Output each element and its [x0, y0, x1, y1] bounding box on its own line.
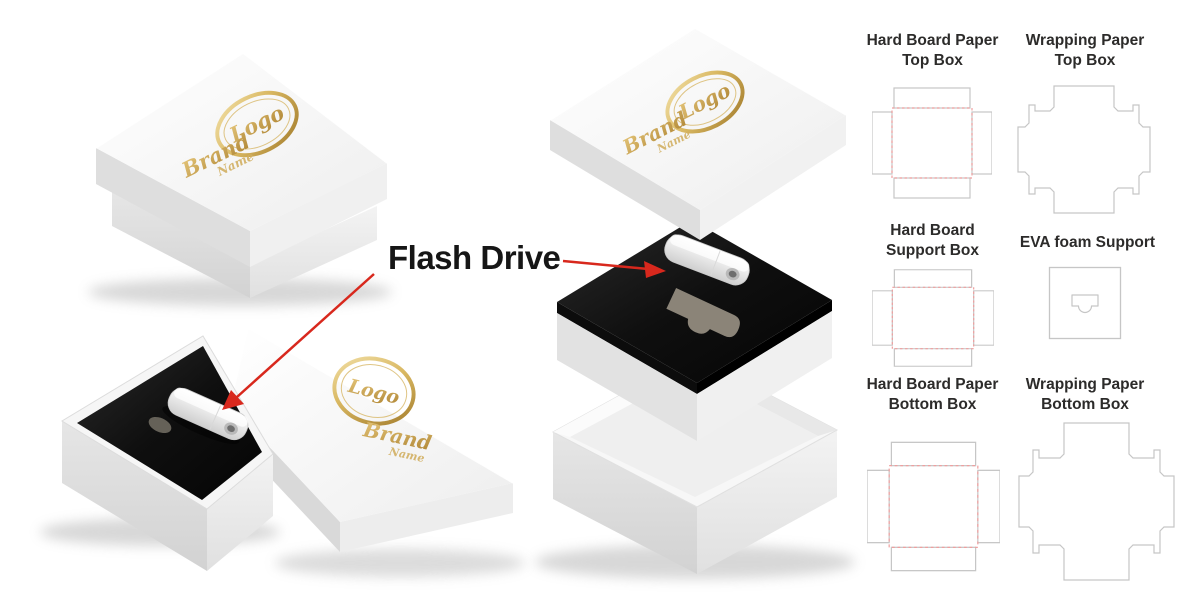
- fold-line-square: [891, 286, 975, 350]
- fold-line-square: [888, 465, 979, 548]
- arrow-to-tray-drive: [236, 273, 375, 398]
- leaning-lid-edge-highlight: [229, 326, 514, 484]
- label-line: Bottom Box: [888, 396, 977, 413]
- label-hardboard-bottom: Hard Board Paper Bottom Box: [845, 375, 1020, 415]
- closed-box-base-left-wall: [112, 192, 250, 298]
- label-line: Hard Board Paper: [866, 376, 999, 393]
- exploded-lid-right-side: [700, 115, 846, 240]
- arrowhead-downleft-icon: [222, 390, 244, 410]
- open-box-mockup: Logo Brand Name: [40, 326, 525, 577]
- label-line: Hard Board Paper: [866, 32, 999, 49]
- exploded-lid-edge-highlight: [549, 27, 847, 121]
- eva-foam-cutout: [1071, 294, 1099, 314]
- open-tray-left-wall: [62, 421, 207, 571]
- label-line: Wrapping Paper: [1025, 376, 1145, 393]
- foam-flash-drive-cutout: [666, 287, 740, 338]
- flash-drive-cap-seam: [710, 250, 721, 276]
- label-eva-foam: EVA foam Support: [1005, 233, 1170, 253]
- flash-drive-shine: [174, 387, 249, 427]
- arrow-to-exploded-drive: [562, 259, 649, 271]
- flash-drive-hole-center: [227, 425, 235, 432]
- dieline-wrapping-top: [1017, 85, 1151, 214]
- foam-edge-right: [697, 300, 832, 394]
- support-box-left-wall: [557, 313, 697, 441]
- foam-cutout-hint: [148, 416, 172, 434]
- label-hardboard-support: Hard Board Support Box: [845, 221, 1020, 261]
- dieline-hardboard-top: [872, 87, 992, 199]
- exploded-box-mockup: Logo Brand Name: [535, 27, 855, 579]
- dieline-hardboard-bottom: [867, 441, 1000, 572]
- open-tray-right-wall: [207, 454, 273, 571]
- exploded-tray-left-wall: [553, 432, 697, 574]
- closed-box-base-right-wall: [250, 206, 377, 298]
- closed-box-lid-top: [96, 53, 387, 231]
- closed-box-lid-right-side: [250, 163, 387, 267]
- flash-drive-shine: [670, 234, 750, 272]
- leaning-lid-front-side: [340, 483, 513, 552]
- open-tray-foam-insert: [77, 346, 262, 500]
- closed-box-mockup: Logo Brand Name: [88, 52, 392, 306]
- closed-box-lid-left-side: [96, 148, 250, 267]
- label-line: Support Box: [886, 242, 979, 259]
- flash-drive-in-tray: [162, 387, 249, 445]
- exploded-lid-left-side: [550, 120, 700, 240]
- flash-drive-label: Flash Drive: [388, 239, 561, 276]
- label-line: Top Box: [1054, 52, 1116, 69]
- wrap-top-outline: [1017, 85, 1151, 214]
- dieline-eva-foam: [1048, 266, 1122, 340]
- label-wrapping-bottom: Wrapping Paper Bottom Box: [1005, 375, 1165, 415]
- exploded-lid-top: [550, 28, 846, 210]
- flash-drive-cap-seam: [209, 405, 222, 430]
- flash-drive-arrows: [222, 259, 666, 410]
- exploded-tray-right-wall: [697, 430, 837, 574]
- open-tray: [61, 335, 274, 571]
- flash-drive-hole-center: [728, 270, 737, 278]
- dieline-wrapping-bottom: [1018, 422, 1175, 581]
- support-box-right-wall: [697, 311, 832, 441]
- dieline-hardboard-support: [872, 269, 994, 367]
- leaning-lid-shadow: [275, 549, 525, 577]
- exploded-foam-support: [557, 220, 832, 441]
- arrowhead-right-icon: [644, 261, 666, 278]
- leaning-lid: Logo Brand Name: [229, 326, 514, 552]
- label-line: Hard Board: [890, 222, 975, 239]
- foam-edge-left: [557, 302, 697, 394]
- closed-box-edge-highlight: [95, 52, 388, 164]
- label-hardboard-top: Hard Board Paper Top Box: [845, 31, 1020, 71]
- eva-foam-outline: [1048, 266, 1122, 340]
- wrap-bottom-outline: [1018, 422, 1175, 581]
- label-line: EVA foam Support: [1019, 234, 1156, 251]
- label-line: Wrapping Paper: [1025, 32, 1145, 49]
- fold-line-square: [891, 107, 973, 179]
- exploded-lid: Logo Brand Name: [549, 27, 847, 240]
- flash-drive-exploded: [664, 234, 750, 286]
- label-line: Bottom Box: [1041, 396, 1129, 413]
- label-wrapping-top: Wrapping Paper Top Box: [1005, 31, 1165, 71]
- label-line: Top Box: [902, 52, 963, 69]
